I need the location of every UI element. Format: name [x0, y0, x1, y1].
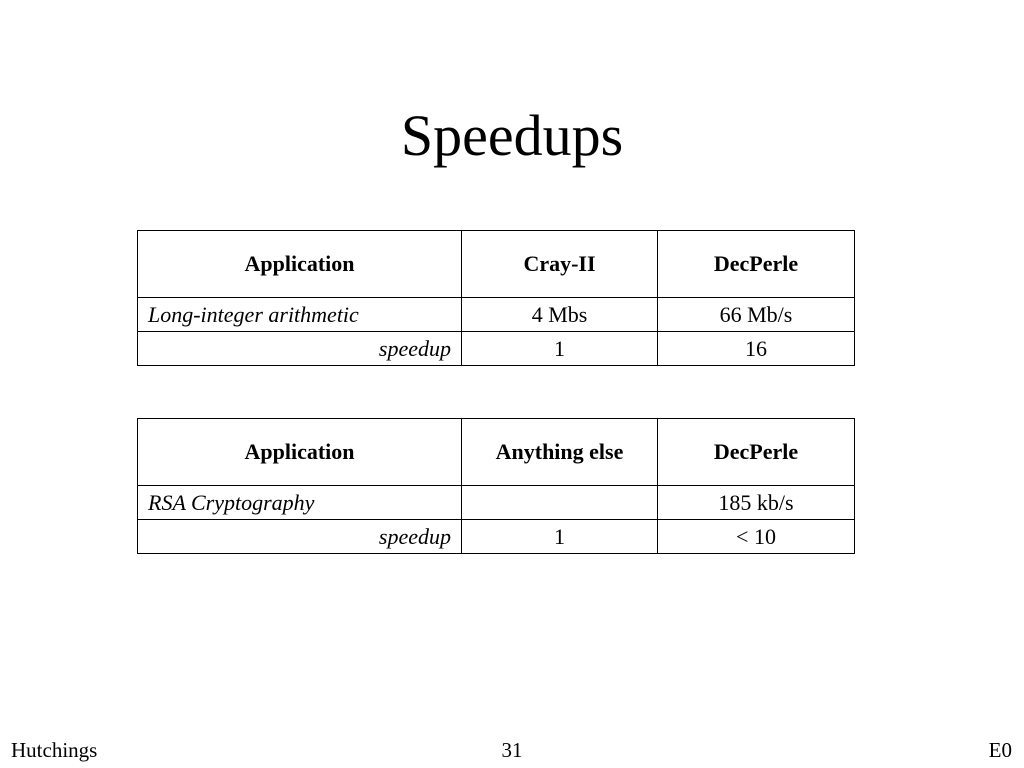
- column-header-application: Application: [137, 418, 462, 486]
- table-header-row: Application Cray-II DecPerle: [137, 230, 855, 298]
- value-cell: < 10: [657, 519, 855, 554]
- column-header-application: Application: [137, 230, 462, 298]
- column-header-decperle: DecPerle: [657, 230, 855, 298]
- speedup-table-rsa: Application Anything else DecPerle RSA C…: [137, 418, 855, 554]
- footer-code: E0: [988, 738, 1012, 762]
- speedup-table-cray: Application Cray-II DecPerle Long-intege…: [137, 230, 855, 366]
- table-row: RSA Cryptography 185 kb/s: [137, 485, 855, 520]
- column-header-decperle: DecPerle: [657, 418, 855, 486]
- slide-title: Speedups: [400, 103, 624, 168]
- application-cell: Long-integer arithmetic: [137, 297, 462, 332]
- value-cell: 185 kb/s: [657, 485, 855, 520]
- table-row-speedup: speedup 1 16: [137, 331, 855, 366]
- footer-page-number: 31: [501, 738, 523, 762]
- speedup-label-cell: speedup: [137, 519, 462, 554]
- value-cell: 1: [461, 331, 658, 366]
- table-row: Long-integer arithmetic 4 Mbs 66 Mb/s: [137, 297, 855, 332]
- value-cell: 1: [461, 519, 658, 554]
- value-cell: 4 Mbs: [461, 297, 658, 332]
- column-header-anything-else: Anything else: [461, 418, 658, 486]
- value-cell: [461, 485, 658, 520]
- table-row-speedup: speedup 1 < 10: [137, 519, 855, 554]
- speedup-label-cell: speedup: [137, 331, 462, 366]
- table-header-row: Application Anything else DecPerle: [137, 418, 855, 486]
- value-cell: 16: [657, 331, 855, 366]
- footer-author: Hutchings: [11, 738, 98, 762]
- application-cell: RSA Cryptography: [137, 485, 462, 520]
- value-cell: 66 Mb/s: [657, 297, 855, 332]
- column-header-cray: Cray-II: [461, 230, 658, 298]
